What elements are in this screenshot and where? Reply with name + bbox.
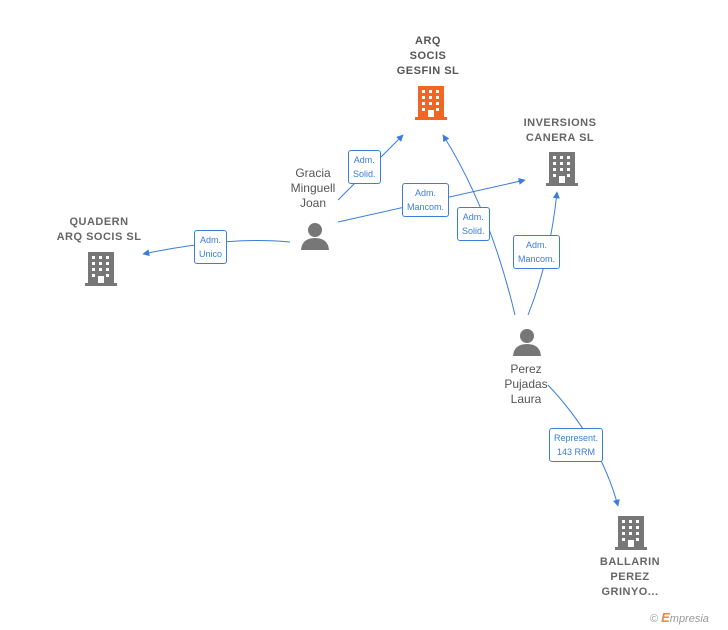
person-label-gracia: Gracia Minguell Joan <box>290 166 336 210</box>
person-label-perez: Perez Pujadas Laura <box>504 362 548 406</box>
company-label-arq-socis: ARQ SOCIS GESFIN SL <box>396 35 460 77</box>
brand-initial: E <box>661 610 670 625</box>
person-icon[interactable] <box>300 222 330 250</box>
edge-label-adm-mancom[interactable]: Adm. Mancom. <box>402 183 450 217</box>
brand-watermark: ©Empresia <box>650 610 709 625</box>
edge-label-adm-solid[interactable]: Adm. Solid. <box>457 207 490 241</box>
edge-label-adm-mancom[interactable]: Adm. Mancom. <box>513 235 561 269</box>
building-icon[interactable] <box>546 150 578 186</box>
building-icon[interactable] <box>615 514 647 550</box>
building-icon[interactable] <box>415 84 447 120</box>
person-icon[interactable] <box>512 328 542 356</box>
copyright-icon: © <box>650 613 659 625</box>
company-label-quadern: QUADERN ARQ SOCIS SL <box>56 216 142 243</box>
brand-name: mpresia <box>669 613 709 625</box>
company-label-inversions: INVERSIONS CANERA SL <box>523 117 597 144</box>
building-icon[interactable] <box>85 250 117 286</box>
company-label-ballarin: BALLARIN PEREZ GRINYO... <box>599 556 661 598</box>
edge-label-represent[interactable]: Represent. 143 RRM <box>549 428 604 462</box>
edge-label-adm-solid[interactable]: Adm. Solid. <box>348 150 381 184</box>
edge-label-adm-unico[interactable]: Adm. Unico <box>194 230 228 264</box>
